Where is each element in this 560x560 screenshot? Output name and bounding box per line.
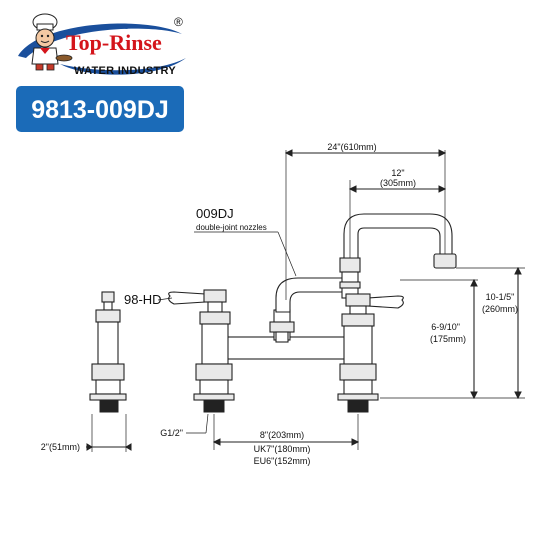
left-lock-nut	[199, 379, 229, 395]
side-valve-body	[97, 321, 119, 365]
model-badge: 9813-009DJ	[16, 86, 184, 132]
left-valve	[168, 289, 235, 413]
left-handle-hub	[203, 289, 227, 303]
label-009dj: 009DJ	[196, 206, 234, 221]
right-hex-nut	[339, 363, 377, 381]
left-lever-handle	[168, 291, 206, 305]
left-valve-body	[201, 323, 229, 365]
label-98hd: 98-HD	[124, 292, 162, 307]
dim-overall-height-in: 10-1/5"	[486, 292, 515, 302]
dim-overall-height-mm: (260mm)	[482, 304, 518, 314]
right-valve-body	[343, 325, 373, 365]
side-valve-lock-nut	[95, 379, 121, 395]
dim-spout-offset-mm: (305mm)	[380, 178, 416, 188]
right-lever-handle	[367, 295, 404, 309]
left-stem	[207, 301, 223, 313]
brand-subtitle: WATER INDUSTRY	[74, 65, 176, 77]
swivel-ring	[339, 281, 361, 289]
right-handle-hub	[345, 293, 371, 307]
side-valve-thread	[99, 399, 119, 413]
registered-mark: ®	[174, 15, 183, 29]
dim-spout-offset-in: 12"	[391, 168, 404, 178]
dim-centers-us: 8"(203mm)	[260, 430, 304, 440]
faucet-drawing	[89, 213, 457, 413]
right-bonnet-nut	[341, 313, 375, 327]
side-valve-stem	[103, 301, 113, 311]
dim-shank-width: 2"(51mm)	[41, 442, 80, 452]
brand-logo: Top-Rinse WATER INDUSTRY ®	[18, 13, 186, 77]
logo-swoosh-lower	[60, 58, 186, 75]
dim-centers-eu: EU6"(152mm)	[254, 456, 311, 466]
model-badge-bg	[16, 86, 184, 132]
side-valve-bonnet	[95, 309, 121, 323]
dim-spout-reach: 24"(610mm)	[327, 142, 376, 152]
left-shank-thread	[203, 399, 225, 413]
dim-thread: G1/2"	[160, 428, 183, 438]
dim-handle-height-in: 6-9/10"	[431, 322, 460, 332]
riser-coupling	[275, 331, 289, 343]
side-valve-washer	[89, 393, 127, 401]
right-stem	[349, 305, 367, 315]
left-bonnet-nut	[199, 311, 231, 325]
right-shank-thread	[347, 399, 369, 413]
chef-mascot-icon	[31, 13, 73, 71]
dim-centers-uk: UK7"(180mm)	[254, 444, 311, 454]
left-washer	[193, 393, 235, 401]
dimension-texts: 24"(610mm) 12" (305mm) 10-1/5" (260mm) 6…	[41, 142, 518, 466]
dimension-lines	[86, 149, 525, 452]
right-lock-nut	[343, 379, 373, 395]
spout-gooseneck	[343, 213, 453, 259]
brand-name: Top-Rinse	[66, 30, 162, 55]
right-washer	[337, 393, 379, 401]
swivel-nut-upper	[339, 257, 361, 273]
left-hex-nut	[195, 363, 233, 381]
riser-nut	[269, 321, 295, 333]
side-valve-hex-nut	[91, 363, 125, 381]
model-code: 9813-009DJ	[31, 96, 169, 124]
right-valve	[337, 293, 404, 413]
label-009dj-desc: double-joint nozzles	[196, 223, 267, 232]
dim-handle-height-mm: (175mm)	[430, 334, 466, 344]
logo-swoosh	[18, 23, 182, 58]
side-valve-98hd	[89, 291, 127, 413]
aerator-nozzle	[433, 253, 457, 269]
side-valve-cap	[101, 291, 115, 303]
